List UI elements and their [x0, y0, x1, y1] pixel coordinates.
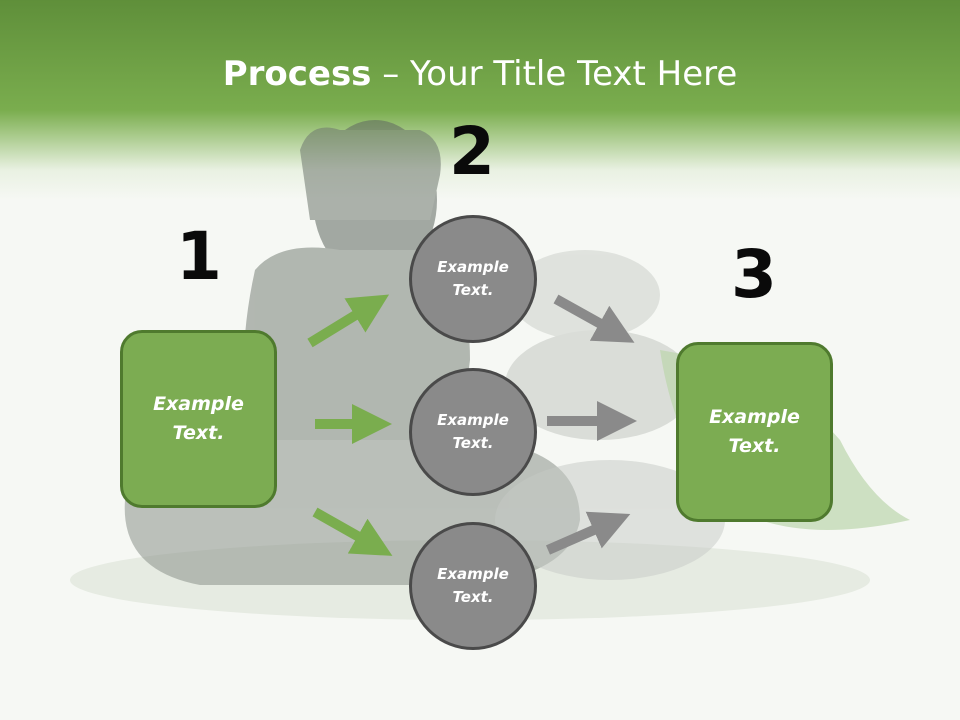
arrow-step1-to-circle-top	[307, 294, 390, 348]
arrow-step1-to-circle-bottom	[312, 507, 393, 556]
slide-title: Process – Your Title Text Here	[0, 52, 960, 96]
title-banner	[0, 0, 960, 200]
circle-middle-label: Example Text.	[437, 411, 509, 452]
step-number-3: 3	[731, 236, 777, 313]
step3-box: Example Text.	[676, 342, 833, 522]
arrow-circle-top-to-step3	[553, 294, 635, 343]
title-rest: – Your Title Text Here	[371, 54, 738, 94]
step2-circle-top: Example Text.	[409, 215, 537, 343]
step-number-2: 2	[449, 113, 495, 190]
step1-box: Example Text.	[120, 330, 277, 508]
step1-box-label: Example Text.	[153, 393, 244, 444]
title-bold: Process	[222, 54, 372, 94]
circle-bottom-label: Example Text.	[437, 565, 509, 606]
step-number-1: 1	[176, 218, 222, 295]
arrow-circle-bottom-to-step3	[545, 511, 631, 555]
step2-circle-middle: Example Text.	[409, 368, 537, 496]
step2-circle-bottom: Example Text.	[409, 522, 537, 650]
circle-top-label: Example Text.	[437, 258, 509, 299]
step3-box-label: Example Text.	[709, 406, 800, 457]
